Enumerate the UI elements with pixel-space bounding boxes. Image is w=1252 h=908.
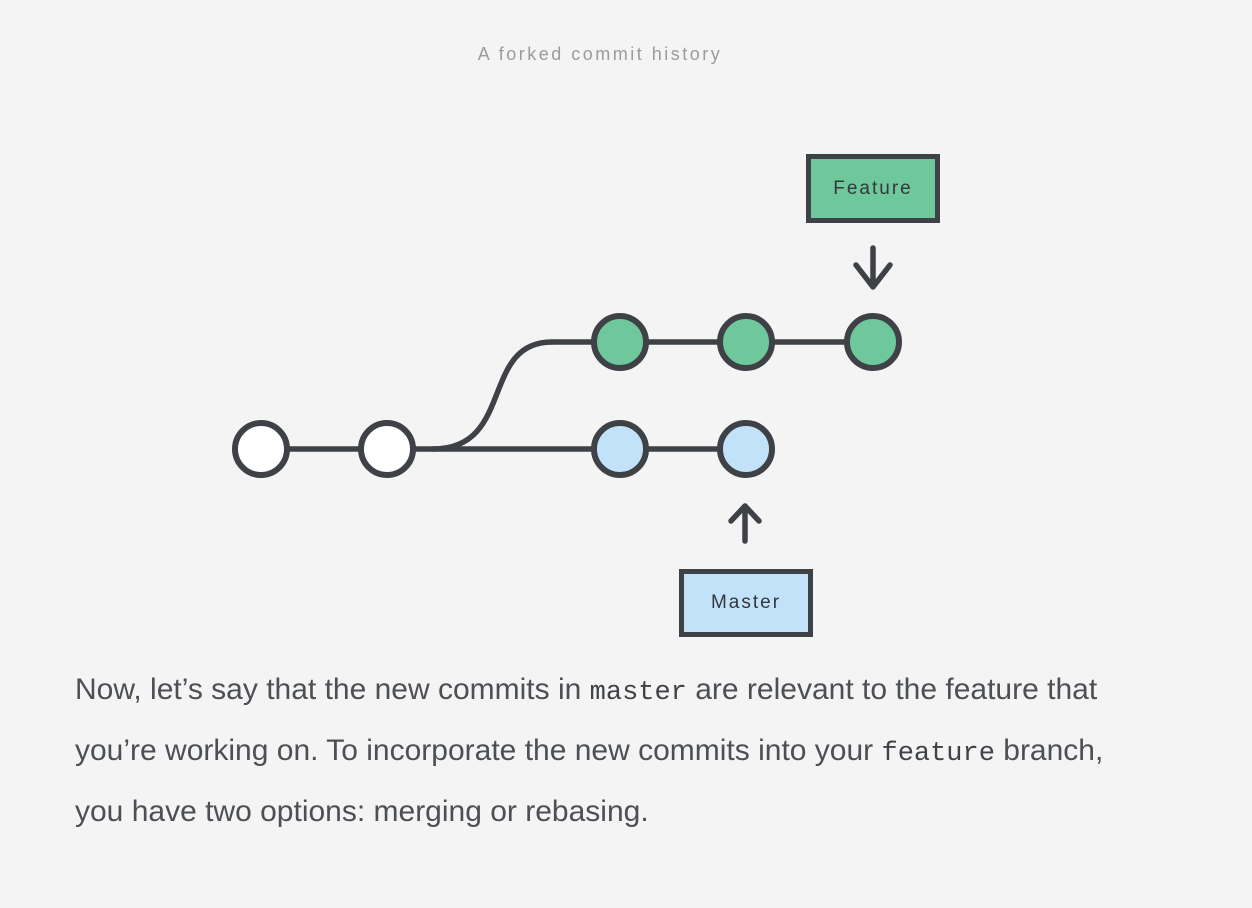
commit-node-master-2 xyxy=(717,420,775,478)
paragraph-text: branch, you have two options: merging or… xyxy=(75,734,1104,828)
master-branch-label: Master xyxy=(679,569,813,637)
body-paragraph: Now, let’s say that the new commits in m… xyxy=(75,661,1137,840)
master-branch-label-text: Master xyxy=(710,592,782,613)
feature-branch-label-text: Feature xyxy=(833,177,913,199)
diagram-caption: A forked commit history xyxy=(477,44,723,64)
fork-curve xyxy=(430,339,555,452)
feature-branch-label: Feature xyxy=(806,154,940,223)
commit-node-feature-3 xyxy=(844,313,902,371)
commit-node-shared-2 xyxy=(358,420,416,478)
inline-code-feature: feature xyxy=(881,739,995,769)
commit-graph xyxy=(232,245,902,544)
commit-node-shared-1 xyxy=(232,420,290,478)
commit-node-feature-1 xyxy=(591,313,649,371)
paragraph-text: Now, let’s say that the new commits in xyxy=(75,673,590,706)
paragraph-text: are relevant to the feature that you’re … xyxy=(75,673,1098,767)
commit-node-feature-2 xyxy=(717,313,775,371)
commit-node-master-1 xyxy=(591,420,649,478)
up-arrow-icon xyxy=(728,503,762,544)
down-arrow-icon xyxy=(853,245,893,290)
inline-code-master: master xyxy=(589,678,687,708)
